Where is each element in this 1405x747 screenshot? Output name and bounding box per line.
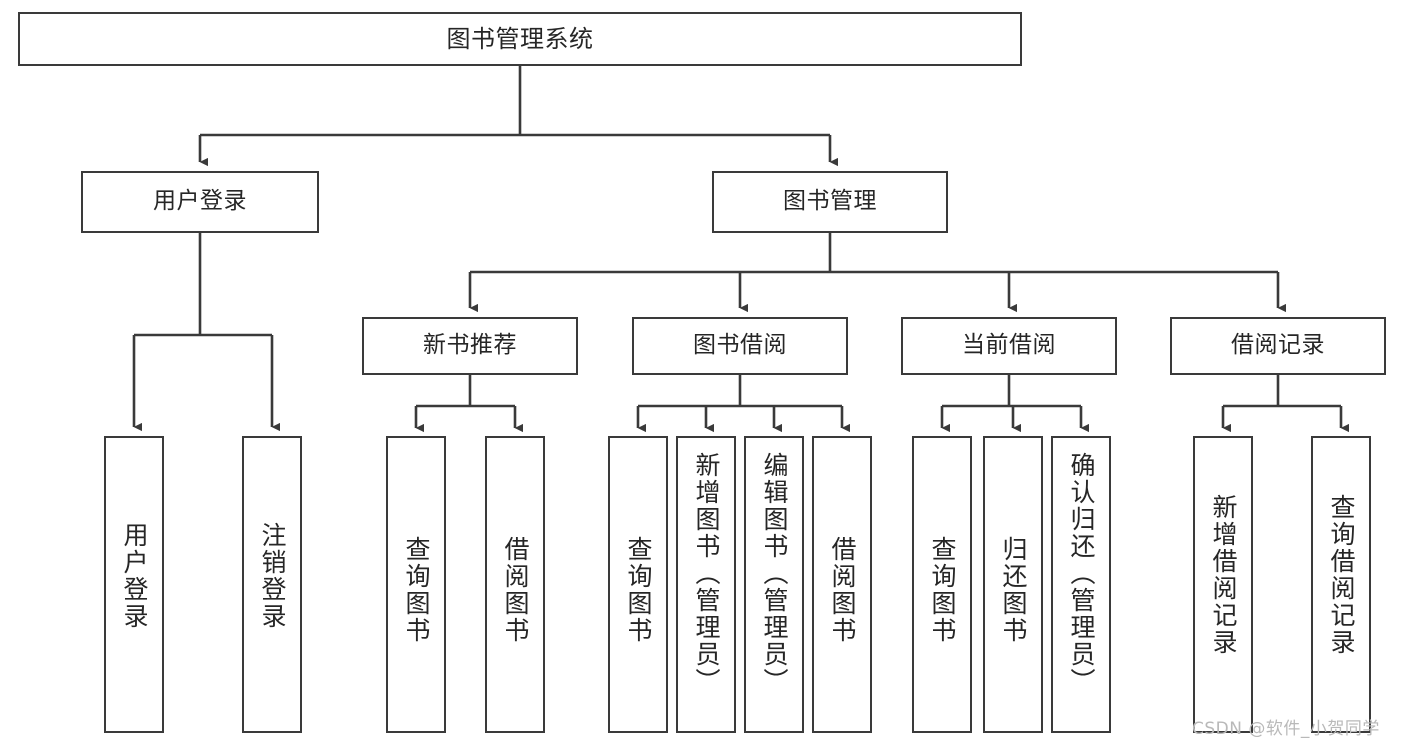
leaf-add-book-admin[interactable]: 新增图书（管理员）	[676, 436, 736, 733]
node-book-borrowing[interactable]: 图书借阅	[632, 317, 848, 375]
node-label: 编辑图书（管理员）	[760, 452, 789, 695]
node-label: 查询图书	[402, 536, 431, 644]
node-label: 新增图书（管理员）	[692, 452, 721, 695]
node-label: 图书管理	[783, 188, 877, 215]
node-book-management[interactable]: 图书管理	[712, 171, 948, 233]
node-label: 新书推荐	[423, 332, 517, 359]
node-label: 归还图书	[999, 536, 1028, 644]
node-label: 查询图书	[928, 536, 957, 644]
leaf-logout[interactable]: 注销登录	[242, 436, 302, 733]
node-label: 借阅图书	[501, 536, 530, 644]
node-label: 查询借阅记录	[1327, 494, 1356, 656]
leaf-query-borrow-record[interactable]: 查询借阅记录	[1311, 436, 1371, 733]
leaf-borrow-book-borrow[interactable]: 借阅图书	[812, 436, 872, 733]
leaf-query-book-borrow[interactable]: 查询图书	[608, 436, 668, 733]
node-label: 新增借阅记录	[1209, 494, 1238, 656]
node-new-book-recommendation[interactable]: 新书推荐	[362, 317, 578, 375]
leaf-query-book-current[interactable]: 查询图书	[912, 436, 972, 733]
node-label: 图书借阅	[693, 332, 787, 359]
node-current-borrowing[interactable]: 当前借阅	[901, 317, 1117, 375]
csdn-watermark: CSDN @软件_小贺同学	[1192, 719, 1380, 739]
node-label: 用户登录	[153, 188, 247, 215]
leaf-query-book-new-rec[interactable]: 查询图书	[386, 436, 446, 733]
node-label: 图书管理系统	[446, 24, 594, 53]
leaf-confirm-return-admin[interactable]: 确认归还（管理员）	[1051, 436, 1111, 733]
leaf-add-borrow-record[interactable]: 新增借阅记录	[1193, 436, 1253, 733]
node-borrow-records[interactable]: 借阅记录	[1170, 317, 1386, 375]
node-user-login[interactable]: 用户登录	[81, 171, 319, 233]
leaf-user-login[interactable]: 用户登录	[104, 436, 164, 733]
leaf-edit-book-admin[interactable]: 编辑图书（管理员）	[744, 436, 804, 733]
leaf-return-book[interactable]: 归还图书	[983, 436, 1043, 733]
node-label: 注销登录	[258, 522, 287, 630]
node-root-system[interactable]: 图书管理系统	[18, 12, 1022, 66]
node-label: 确认归还（管理员）	[1067, 452, 1096, 695]
node-label: 用户登录	[120, 522, 149, 630]
leaf-borrow-book-new-rec[interactable]: 借阅图书	[485, 436, 545, 733]
node-label: 查询图书	[624, 536, 653, 644]
node-label: 借阅图书	[828, 536, 857, 644]
node-label: 当前借阅	[962, 332, 1056, 359]
node-label: 借阅记录	[1231, 332, 1325, 359]
